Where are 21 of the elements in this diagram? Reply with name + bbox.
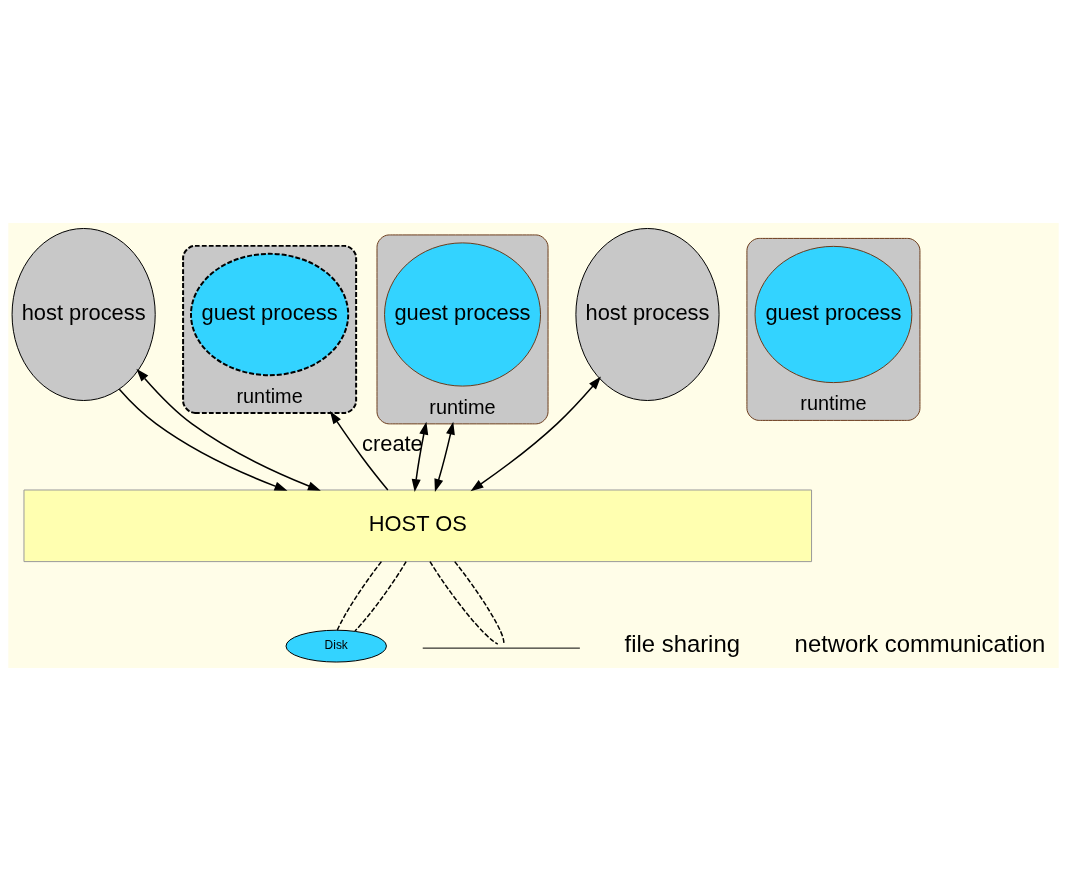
connector: [354, 560, 407, 632]
node-ellipse: host process: [11, 227, 156, 401]
node-ellipse: guest process: [754, 245, 913, 383]
node-box: HOST OS: [23, 489, 813, 562]
node-ellipse: host process: [575, 227, 720, 401]
edge-label: create: [362, 430, 423, 456]
arrow: [411, 421, 429, 492]
node-line: [422, 647, 581, 649]
node-circle: guest process: [384, 241, 541, 387]
label: network communication: [794, 629, 1046, 657]
arrow: [118, 388, 288, 491]
arrow: [470, 376, 601, 491]
connector: [454, 560, 505, 645]
label: file sharing: [624, 629, 740, 657]
arrow: [434, 421, 455, 492]
connector: [336, 560, 383, 631]
arrow: [329, 410, 389, 491]
node-ellipse: Disk: [285, 629, 387, 663]
node-ellipse: guest process: [190, 252, 350, 376]
arrow: [136, 368, 321, 491]
connector: [429, 560, 499, 645]
